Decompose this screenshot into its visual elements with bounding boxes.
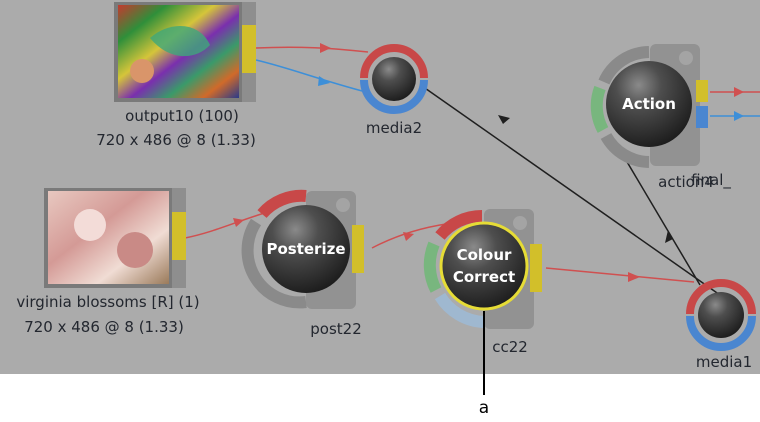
- callout-label: a: [479, 398, 489, 418]
- input-ring-green[interactable]: [423, 241, 442, 293]
- link-media2-media1[interactable]: [421, 85, 721, 296]
- clip-node-output10[interactable]: output10 (100) 720 x 486 @ 8 (1.33): [96, 2, 256, 149]
- link-action-media1[interactable]: [619, 149, 701, 286]
- arrowhead: [498, 115, 510, 124]
- link-output10-media2-blue[interactable]: [255, 59, 367, 93]
- node-indicator-dot: [513, 216, 527, 230]
- node-sphere: [698, 292, 744, 338]
- clip-name: output10 (100): [125, 107, 239, 125]
- input-ring-lightblue[interactable]: [434, 292, 485, 328]
- colour-correct-node[interactable]: Colour Correct cc22: [423, 209, 542, 356]
- output-port-yellow[interactable]: [530, 244, 542, 292]
- input-ring-blue[interactable]: [360, 79, 428, 114]
- arrowhead: [233, 218, 244, 227]
- arrowhead: [665, 230, 673, 243]
- clip-thumbnail-detail: [150, 25, 210, 57]
- clip-node-virginia-blossoms[interactable]: virginia blossoms [R] (1) 720 x 486 @ 8 …: [16, 188, 200, 336]
- output-port-yellow[interactable]: [352, 225, 364, 273]
- clip-output-port[interactable]: [172, 212, 186, 260]
- clip-output-port[interactable]: [242, 25, 256, 73]
- node-label: media2: [366, 119, 422, 137]
- node-label: post22: [310, 320, 361, 338]
- input-ring-green[interactable]: [590, 85, 609, 133]
- node-sphere: [262, 205, 350, 293]
- media-node-media1[interactable]: media1: [686, 279, 756, 371]
- node-sphere: [606, 61, 692, 147]
- clip-thumbnail: [48, 191, 169, 284]
- clip-name: virginia blossoms [R] (1): [16, 293, 199, 311]
- node-title: Posterize: [266, 240, 345, 258]
- input-ring-gray: [598, 46, 650, 85]
- node-label-overlap: final_: [691, 171, 731, 190]
- input-ring-red[interactable]: [686, 279, 756, 315]
- input-ring-red[interactable]: [435, 209, 483, 240]
- arrowhead: [734, 87, 744, 97]
- node-label: cc22: [492, 338, 528, 356]
- node-title: Action: [622, 95, 676, 113]
- node-sphere: [439, 221, 529, 311]
- node-indicator-dot: [336, 198, 350, 212]
- node-label: media1: [696, 353, 752, 371]
- clip-thumbnail-detail: [130, 59, 154, 83]
- output-port-yellow[interactable]: [696, 80, 708, 102]
- clip-thumbnail-detail: [117, 232, 153, 268]
- arrowhead: [403, 232, 414, 241]
- callout-a: a: [479, 311, 489, 418]
- clip-resolution: 720 x 486 @ 8 (1.33): [96, 131, 256, 149]
- input-ring-red[interactable]: [257, 189, 307, 219]
- node-label: action4: [658, 173, 714, 191]
- clip-resolution: 720 x 486 @ 8 (1.33): [24, 318, 184, 336]
- node-indicator-dot: [679, 51, 693, 65]
- input-ring-red[interactable]: [360, 44, 428, 79]
- posterize-node[interactable]: Posterize post22: [241, 189, 364, 338]
- link-virginia-posterize[interactable]: [184, 211, 269, 239]
- links: [184, 46, 760, 296]
- link-cc-media1[interactable]: [545, 267, 695, 283]
- input-ring-blue[interactable]: [686, 315, 756, 351]
- arrowhead: [734, 111, 744, 121]
- input-ring-gray: [241, 218, 307, 309]
- action-node[interactable]: Action final_ action4: [590, 44, 732, 191]
- arrowhead: [628, 272, 640, 282]
- node-title-line1: Colour: [457, 246, 512, 264]
- link-arrowheads: [233, 43, 744, 282]
- arrowhead: [318, 76, 330, 86]
- node-title-line2: Correct: [453, 268, 515, 286]
- input-ring-gray: [600, 132, 650, 168]
- node-sphere: [372, 57, 416, 101]
- arrowhead: [320, 43, 331, 53]
- output-port-blue[interactable]: [696, 106, 708, 128]
- link-output10-media2-red[interactable]: [255, 46, 369, 53]
- clip-thumbnail-detail: [74, 209, 106, 241]
- media-node-media2[interactable]: media2: [360, 44, 428, 137]
